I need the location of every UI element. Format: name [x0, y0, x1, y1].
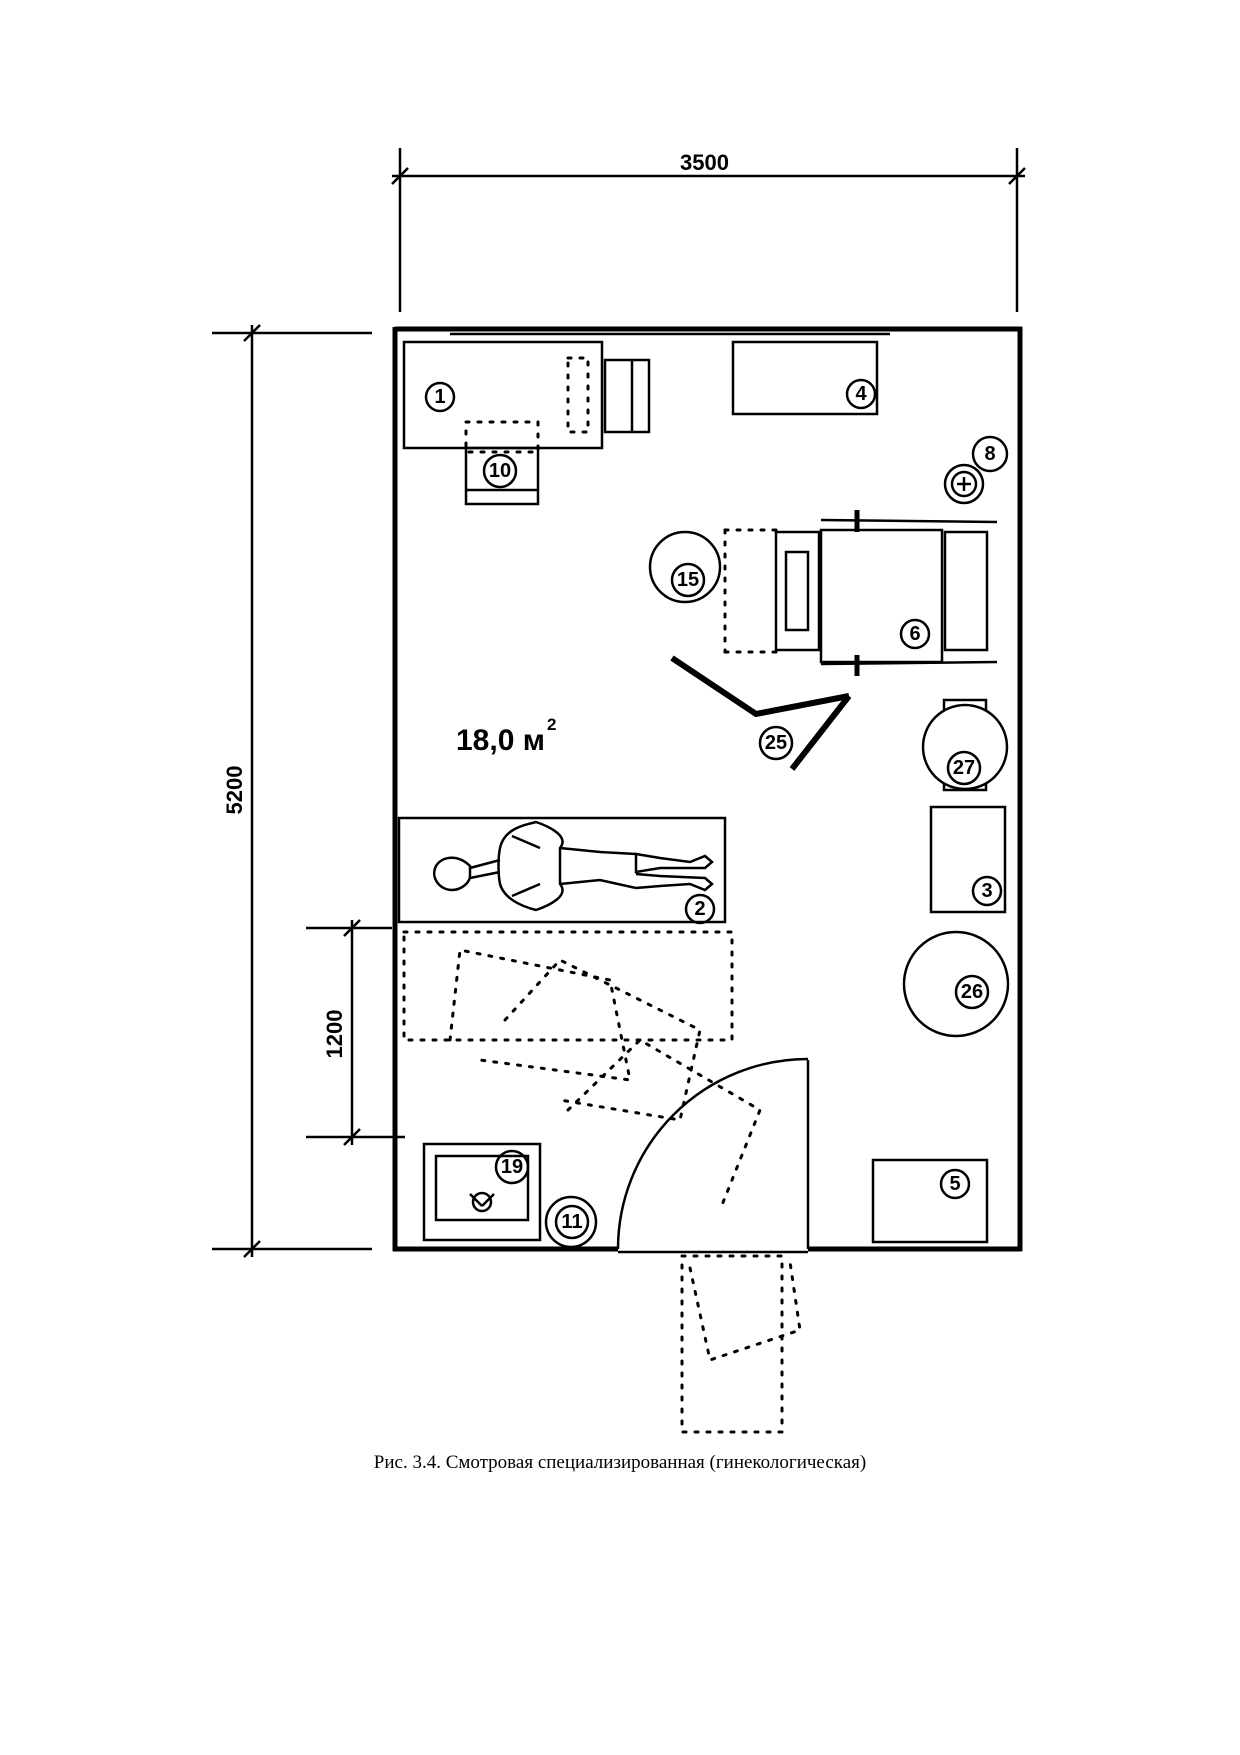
label-27: 27	[953, 757, 975, 779]
label-4: 4	[855, 383, 867, 405]
round-table	[902, 930, 1010, 1038]
gynecological-chair	[397, 816, 727, 924]
round-stool-15	[648, 530, 722, 604]
door-zone-dimension: 1200	[306, 919, 405, 1146]
shelf-table	[731, 340, 879, 416]
depth-label: 5200	[222, 766, 247, 815]
figure-caption: Рис. 3.4. Смотровая специализированная (…	[373, 1452, 867, 1473]
label-3: 3	[981, 880, 992, 902]
round-stool-27	[921, 698, 1009, 792]
label-19: 19	[501, 1156, 523, 1178]
door	[616, 1057, 810, 1250]
cabinet	[929, 805, 1007, 914]
label-25: 25	[765, 732, 787, 754]
lamp	[670, 655, 852, 771]
label-6: 6	[909, 623, 920, 645]
label-8: 8	[984, 443, 995, 465]
movement-zone	[402, 930, 802, 1434]
treatment-couch	[723, 510, 998, 676]
side-table	[871, 1158, 989, 1244]
label-5: 5	[949, 1173, 960, 1195]
desk	[402, 340, 651, 506]
depth-dimension: 5200	[212, 324, 372, 1258]
waste-bin	[544, 1195, 598, 1249]
area-superscript: 2	[547, 715, 556, 734]
label-15: 15	[677, 569, 699, 591]
width-label: 3500	[680, 150, 729, 175]
label-26: 26	[961, 981, 983, 1003]
label-11: 11	[561, 1211, 582, 1233]
room-walls	[392, 326, 1023, 1254]
label-1: 1	[434, 386, 445, 408]
room-area: 18,0 м 2	[456, 715, 556, 757]
outlet-icon	[943, 435, 1009, 505]
item-labels: 1 4 10 8 15 6 25 27 3 2 26 19 11 5	[424, 378, 1003, 1240]
sink	[422, 1142, 542, 1242]
width-dimension: 3500	[391, 148, 1026, 312]
label-10: 10	[489, 460, 511, 482]
door-zone-label: 1200	[322, 1010, 347, 1059]
label-2: 2	[694, 898, 705, 920]
area-value: 18,0 м	[456, 724, 545, 757]
